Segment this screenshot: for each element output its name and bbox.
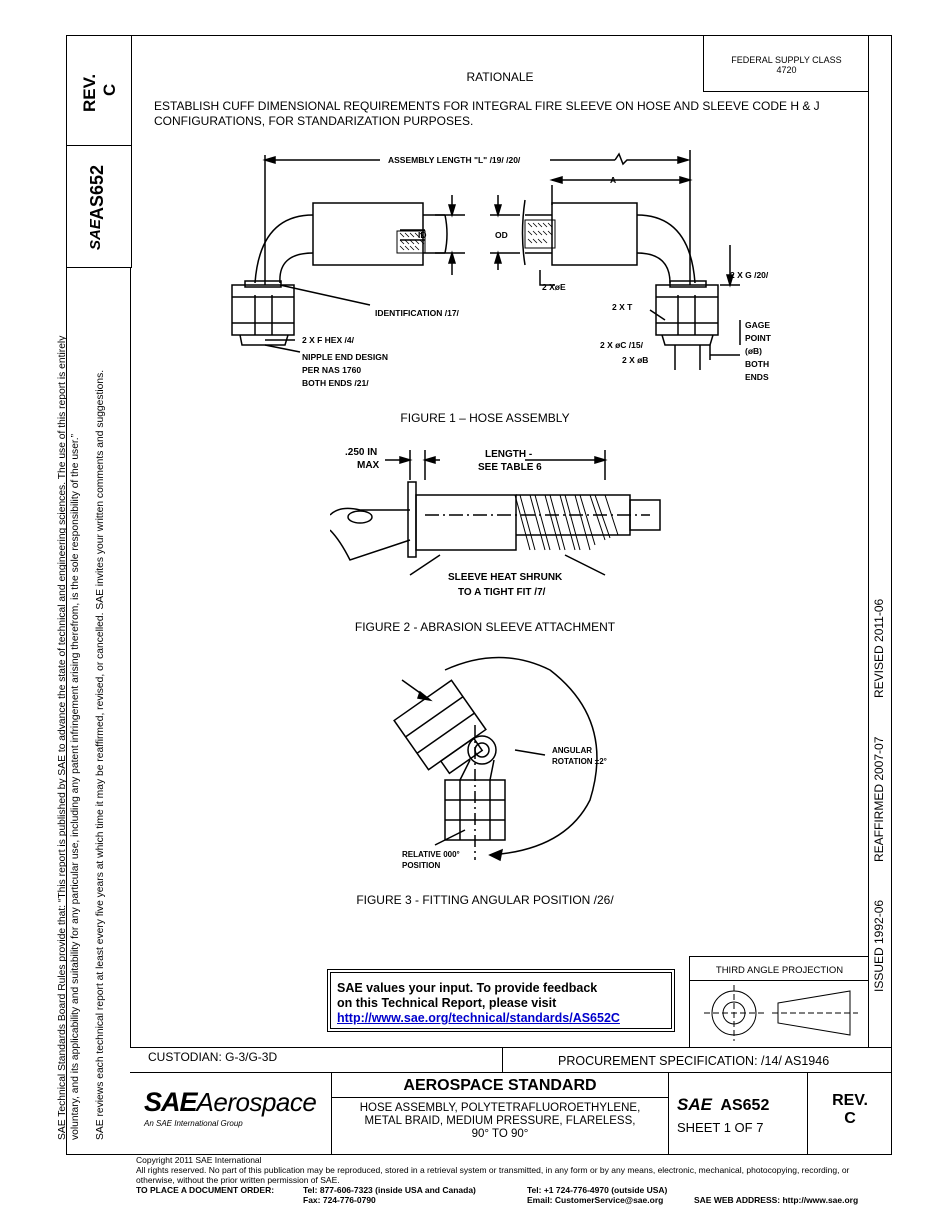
title-cell: AEROSPACE STANDARD HOSE ASSEMBLY, POLYTE… xyxy=(332,1073,669,1155)
doc-number-cell: SAE AS652 SHEET 1 OF 7 xyxy=(669,1073,808,1155)
figure1-caption: FIGURE 1 – HOSE ASSEMBLY xyxy=(400,411,570,425)
fig1-hex-label: 2 X F HEX /4/ xyxy=(302,335,355,345)
footer-order-row1: TO PLACE A DOCUMENT ORDER: Tel: 877-606-… xyxy=(136,1185,886,1195)
left-doc-number: AS652 xyxy=(87,164,107,220)
federal-supply-class-value: 4720 xyxy=(776,65,797,75)
title-block-bottom: SAEAerospace An SAE International Group … xyxy=(130,1073,892,1155)
fig2-max-line2: MAX xyxy=(357,460,380,471)
projection-label: THIRD ANGLE PROJECTION xyxy=(690,957,869,981)
sheet-number: SHEET 1 OF 7 xyxy=(677,1120,764,1135)
fig1-nipple-line2: PER NAS 1760 xyxy=(302,365,361,375)
rationale-title: RATIONALE xyxy=(466,70,534,84)
doc-sae-logo: SAE xyxy=(677,1095,712,1114)
logo-aerospace: Aerospace xyxy=(196,1087,317,1117)
fig1-gage-line1: GAGE xyxy=(745,320,770,330)
fig2-max-line1: .250 IN xyxy=(345,447,377,458)
fig1-assembly-length: ASSEMBLY LENGTH "L" /19/ /20/ xyxy=(388,155,521,165)
fig1-id-label: ID xyxy=(418,230,427,240)
federal-supply-class-box: FEDERAL SUPPLY CLASS 4720 xyxy=(703,35,869,92)
fig2-shrink-line2: TO A TIGHT FIT /7/ xyxy=(458,587,546,598)
fig2-shrink-line1: SLEEVE HEAT SHRUNK xyxy=(448,572,563,583)
footer-order-label: TO PLACE A DOCUMENT ORDER: xyxy=(136,1185,275,1195)
fig3-relative-line2: POSITION xyxy=(402,861,440,870)
sae-aerospace-logo: SAEAerospace xyxy=(144,1087,317,1118)
fig1-gage-line5: ENDS xyxy=(745,372,769,382)
projection-symbol xyxy=(704,985,858,1041)
custodian-row: CUSTODIAN: G-3/G-3D PROCUREMENT SPECIFIC… xyxy=(130,1047,892,1073)
left-rev-value: C xyxy=(100,83,119,96)
fig3-relative-line1: RELATIVE 000° xyxy=(402,850,460,859)
logo-cell: SAEAerospace An SAE International Group xyxy=(130,1073,332,1155)
footer-order-row2: Fax: 724-776-0790 Email: CustomerService… xyxy=(136,1195,886,1205)
figure2-caption: FIGURE 2 - ABRASION SLEEVE ATTACHMENT xyxy=(354,620,616,634)
fig1-t-label: 2 X T xyxy=(612,302,633,312)
fig1-a-label: A xyxy=(610,175,616,185)
rationale-text: ESTABLISH CUFF DIMENSIONAL REQUIREMENTS … xyxy=(154,99,820,128)
issued-date: ISSUED 1992-06 xyxy=(872,899,886,992)
fig3-angular-line1: ANGULAR xyxy=(552,746,592,755)
fig1-nipple-line3: BOTH ENDS /21/ xyxy=(302,378,369,388)
footer-rights: All rights reserved. No part of this pub… xyxy=(136,1165,850,1185)
footer-web: SAE WEB ADDRESS: http://www.sae.org xyxy=(694,1195,859,1205)
footer-fax: Fax: 724-776-0790 xyxy=(303,1195,376,1205)
page-frame xyxy=(66,35,892,1155)
doc-id: SAE AS652 xyxy=(677,1095,769,1115)
feedback-link[interactable]: http://www.sae.org/technical/standards/A… xyxy=(337,1011,620,1025)
fig2-length-line1: LENGTH - xyxy=(485,449,532,460)
left-doc-id: AS652 SAE xyxy=(85,160,115,255)
rev-value: C xyxy=(844,1110,856,1127)
figure3-drawing: ANGULAR ROTATION ±2° RELATIVE 000° POSIT… xyxy=(393,656,607,870)
fig1-od-label: OD xyxy=(495,230,508,240)
rev-cell: REV. C xyxy=(808,1073,892,1155)
left-rev-label: REV. xyxy=(80,73,99,112)
revised-date: REVISED 2011-06 xyxy=(872,598,886,698)
figure2-drawing: .250 IN MAX LENGTH - SEE TABLE 6 SLEEVE … xyxy=(330,447,661,598)
projection-box: THIRD ANGLE PROJECTION xyxy=(689,956,869,1048)
logo-sae: SAE xyxy=(144,1087,198,1117)
footer-copyright: Copyright 2011 SAE International xyxy=(136,1155,262,1165)
dates-column-border xyxy=(868,35,869,1048)
figure1-drawing: ASSEMBLY LENGTH "L" /19/ /20/ A ID OD 2 … xyxy=(231,150,772,388)
federal-supply-class-label: FEDERAL SUPPLY CLASS xyxy=(731,55,842,65)
title-line2: METAL BRAID, MEDIUM PRESSURE, FLARELESS, xyxy=(364,1115,636,1127)
footer-tel-us: Tel: 877-606-7323 (inside USA and Canada… xyxy=(303,1185,476,1195)
fig1-gage-line4: BOTH xyxy=(745,359,769,369)
feedback-line2: on this Technical Report, please visit xyxy=(337,996,557,1010)
footer-email: Email: CustomerService@sae.org xyxy=(527,1195,664,1205)
footer-tel-intl: Tel: +1 724-776-4970 (outside USA) xyxy=(527,1185,668,1195)
reaffirmed-date: REAFFIRMED 2007-07 xyxy=(872,736,886,862)
fig1-gage-line3: (øB) xyxy=(745,346,762,356)
aerospace-standard-label: AEROSPACE STANDARD xyxy=(332,1073,668,1098)
fig1-identification-label: IDENTIFICATION /17/ xyxy=(375,308,460,318)
title-line1: HOSE ASSEMBLY, POLYTETRAFLUOROETHYLENE, xyxy=(359,1102,641,1114)
custodian-divider xyxy=(502,1048,503,1072)
fig3-angular-line2: ROTATION ±2° xyxy=(552,757,607,766)
left-column-frame xyxy=(66,35,132,268)
fig1-b-label: 2 X øB xyxy=(622,355,648,365)
fig1-e-label: 2 XøE xyxy=(542,282,566,292)
fig1-gage-line2: POINT xyxy=(745,333,772,343)
doc-number: AS652 xyxy=(720,1097,770,1114)
fig2-length-line2: SEE TABLE 6 xyxy=(478,462,542,473)
fig1-nipple-line1: NIPPLE END DESIGN xyxy=(302,352,388,362)
procurement-label: PROCUREMENT SPECIFICATION: /14/ AS1946 xyxy=(558,1054,830,1068)
title-line3: 90° TO 90° xyxy=(471,1128,529,1140)
feedback-inner-border: SAE values your input. To provide feedba… xyxy=(330,972,672,1029)
feedback-box: SAE values your input. To provide feedba… xyxy=(327,969,675,1032)
content-left-border xyxy=(130,268,131,1048)
rev-label: REV. xyxy=(832,1092,868,1109)
left-sae-logo: SAE xyxy=(87,219,104,250)
custodian-label: CUSTODIAN: G-3/G-3D xyxy=(148,1050,278,1064)
feedback-line1: SAE values your input. To provide feedba… xyxy=(337,981,598,995)
fig1-g-label: 2 X G /20/ xyxy=(730,270,769,280)
footer: Copyright 2011 SAE International All rig… xyxy=(136,1155,886,1205)
figure3-caption: FIGURE 3 - FITTING ANGULAR POSITION /26/ xyxy=(356,893,614,907)
fig1-c-label: 2 X øC /15/ xyxy=(600,340,644,350)
left-column-divider xyxy=(66,145,132,146)
logo-subtitle: An SAE International Group xyxy=(144,1119,243,1128)
